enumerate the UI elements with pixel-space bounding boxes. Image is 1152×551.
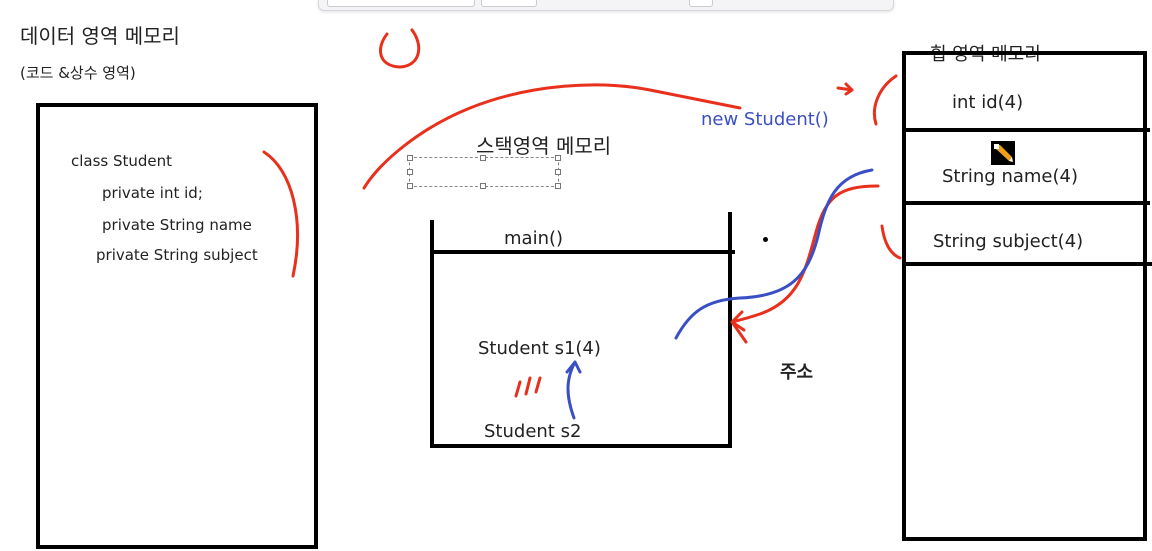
toolbar-button[interactable] [481,0,537,7]
heap-field-subject: String subject(4) [933,231,1084,252]
stack-var-s2: Student s2 [484,421,582,442]
red-address-stroke [730,184,880,344]
heap-field-name: String name(4) [942,166,1078,187]
stack-right-wall [728,212,732,448]
code-line-subject: private String subject [96,246,258,264]
toolbar-field[interactable] [327,0,475,7]
selection-box[interactable] [407,155,561,189]
red-ditto-stroke [514,376,542,398]
heap-divider-1 [902,128,1150,132]
code-line-id: private int id; [102,184,203,202]
blue-pointer-stroke [565,360,582,420]
stack-frame-divider [430,250,735,254]
red-heap-bracket-bottom [880,224,902,260]
ink-dot [763,237,768,242]
data-area-box [36,103,318,549]
red-paren-stroke [378,28,421,69]
heap-area-box [902,51,1147,541]
pen-cursor-icon [991,141,1015,165]
stack-left-wall [430,220,434,448]
stack-area-title: 스택영역 메모리 [476,134,612,158]
heap-divider-2 [902,201,1150,205]
floating-toolbar [318,0,894,11]
stack-frame-label: main() [504,228,564,249]
code-line-class: class Student [71,152,173,170]
toolbar-icon-button[interactable] [689,0,713,7]
address-annotation: 주소 [780,362,814,383]
data-area-title: 데이터 영역 메모리 [20,24,180,48]
heap-field-id: int id(4) [952,92,1024,113]
red-arrow-stroke [836,82,854,96]
stack-var-s1: Student s1(4) [478,338,601,359]
data-area-subtitle: (코드 &상수 영역) [20,64,136,82]
heap-divider-3 [902,262,1152,266]
code-line-name: private String name [102,216,252,234]
blue-address-stroke [674,168,874,340]
stack-bottom [430,444,732,448]
new-student-annotation: new Student() [701,109,829,130]
red-heap-bracket-top [872,74,898,126]
